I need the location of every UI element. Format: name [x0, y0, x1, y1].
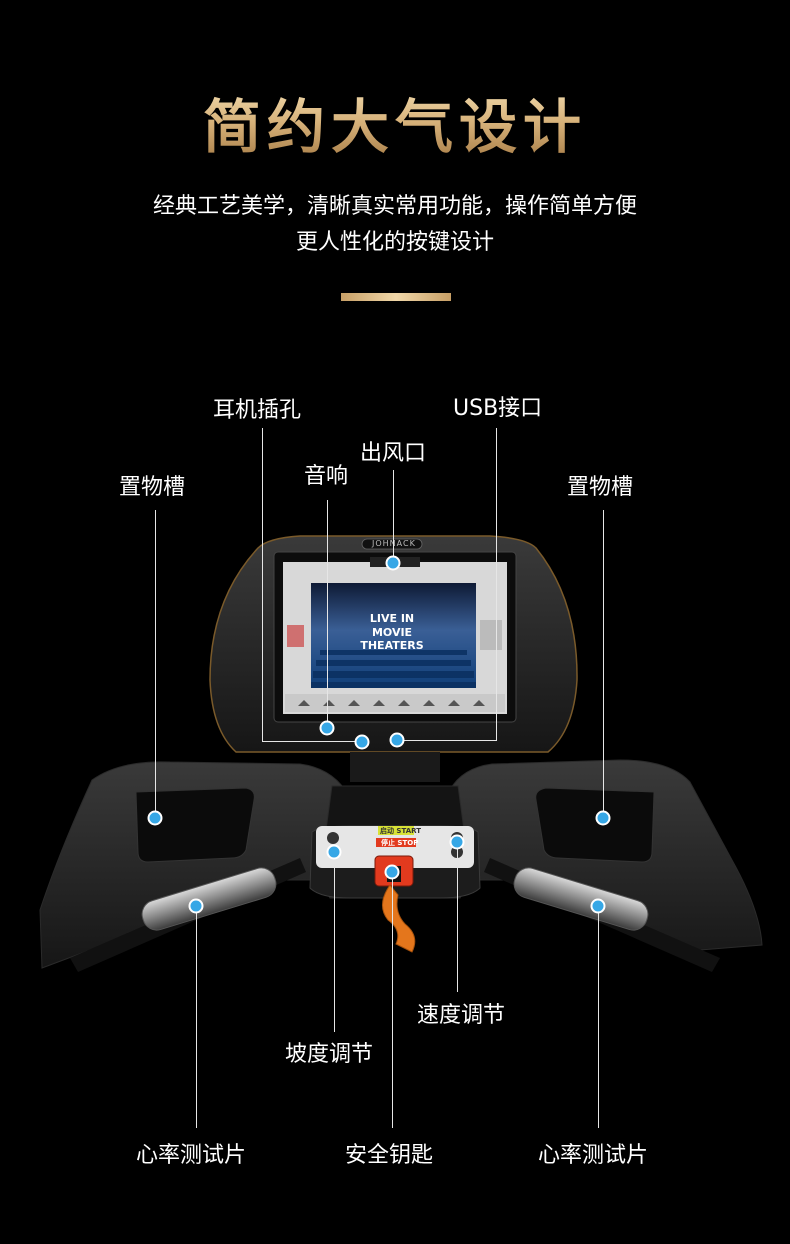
callout-line-incline: [334, 852, 335, 1032]
label-headphone-jack: 耳机插孔: [213, 398, 302, 423]
subtitle-line-2: 更人性化的按键设计: [295, 230, 494, 255]
headphone-marker-icon: [354, 734, 370, 750]
heart-right-marker-icon: [590, 898, 606, 914]
screen-headline-1: LIVE IN: [369, 612, 415, 625]
screen-headline-2: MOVIE THEATERS: [360, 626, 424, 652]
callout-line-storage-right: [603, 510, 604, 818]
heart-left-marker-icon: [188, 898, 204, 914]
safety-key-marker-icon: [384, 864, 400, 880]
callout-line-storage-left: [155, 510, 156, 818]
callout-line-usb-h: [398, 740, 496, 741]
speaker-marker-icon: [319, 720, 335, 736]
callout-line-speaker: [327, 500, 328, 728]
label-incline-adjust: 坡度调节: [285, 1042, 374, 1067]
label-speaker: 音响: [304, 464, 349, 489]
label-safety-key: 安全钥匙: [345, 1143, 434, 1168]
callout-line-headphone: [262, 428, 263, 742]
callout-line-speed: [457, 842, 458, 992]
stop-button-label: 停止 STOP: [381, 839, 419, 847]
callout-line-heart-left: [196, 906, 197, 1128]
label-usb-port: USB接口: [453, 396, 543, 421]
callout-line-headphone-h: [262, 741, 362, 742]
storage-right-marker-icon: [595, 810, 611, 826]
callout-line-vent: [393, 470, 394, 563]
title-divider: [341, 293, 451, 301]
vent-marker-icon: [385, 555, 401, 571]
label-air-outlet: 出风口: [360, 441, 427, 466]
callout-line-usb: [496, 428, 497, 741]
start-button-label: 启动 START: [380, 827, 421, 835]
subtitle-line-1: 经典工艺美学，清晰真实常用功能，操作简单方便: [152, 194, 637, 219]
page-title: 简约大气设计: [0, 80, 790, 164]
usb-marker-icon: [389, 732, 405, 748]
incline-marker-icon: [326, 844, 342, 860]
label-heart-rate-right: 心率测试片: [538, 1143, 649, 1168]
speed-marker-icon: [449, 834, 465, 850]
label-heart-rate-left: 心率测试片: [136, 1143, 247, 1168]
label-storage-left: 置物槽: [119, 475, 186, 500]
storage-left-marker-icon: [147, 810, 163, 826]
label-storage-right: 置物槽: [567, 475, 634, 500]
callout-line-heart-right: [598, 906, 599, 1128]
callout-line-safety-key: [392, 872, 393, 1128]
label-speed-adjust: 速度调节: [417, 1003, 506, 1028]
